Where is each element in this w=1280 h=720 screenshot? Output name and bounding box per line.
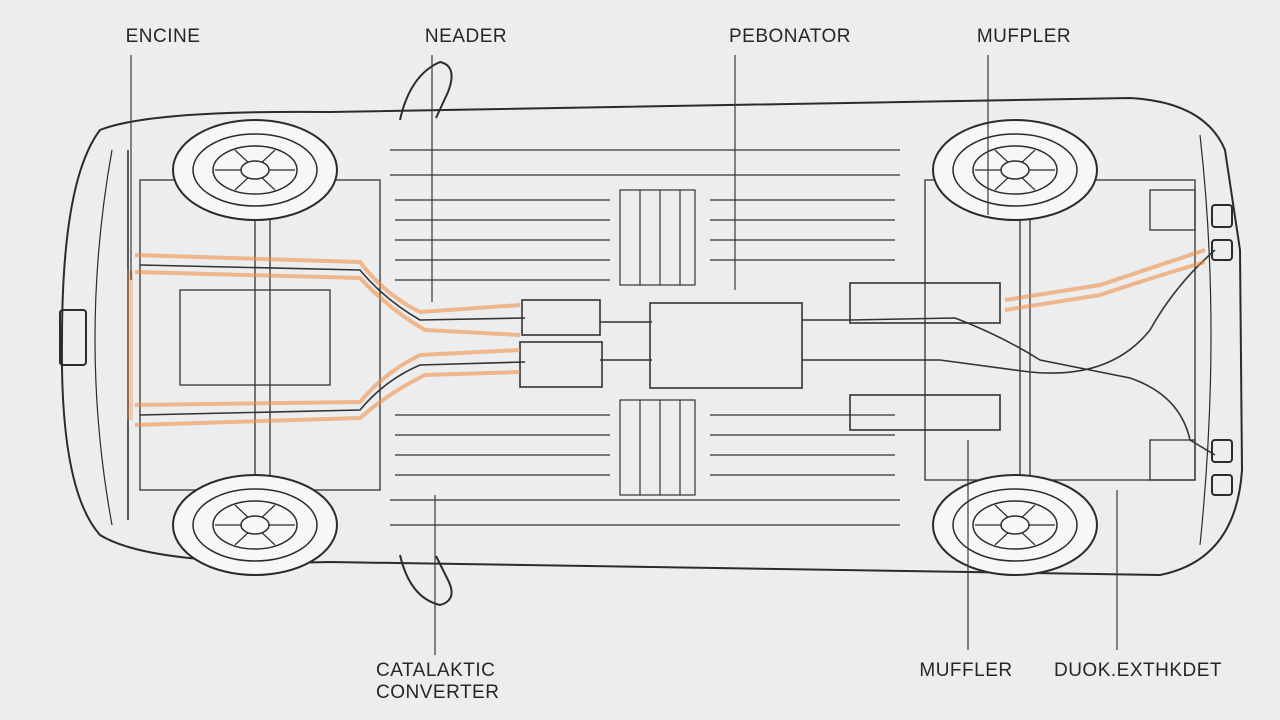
label-resonator: PEBONATOR [728,26,852,47]
label-muffler-top: MUFPLER [976,26,1072,47]
label-header: NEADER [424,26,508,47]
label-catalytic-converter: CATALAKTIC CONVERTER [376,660,499,704]
label-catalytic-line2: CONVERTER [376,682,500,703]
wheels [172,119,1098,576]
label-dual-exhaust: DUOK.EXTHKDET [1053,660,1223,681]
wheel-front-left [172,119,338,221]
label-muffler-bottom: MUFFLER [919,660,1013,681]
leader-lines [130,55,1118,655]
floor-ribs [390,149,900,526]
wheel-rear-left [932,119,1098,221]
wheel-front-right [172,474,338,576]
subframes [139,179,1196,491]
label-catalytic-line1: CATALAKTIC [376,660,496,681]
label-engine: ENCINE [125,26,201,47]
exhaust-system [139,249,1216,456]
side-mirrors [399,60,453,607]
header-highlights [127,248,1206,427]
wheel-rear-right [932,474,1098,576]
car-body [59,96,1244,577]
